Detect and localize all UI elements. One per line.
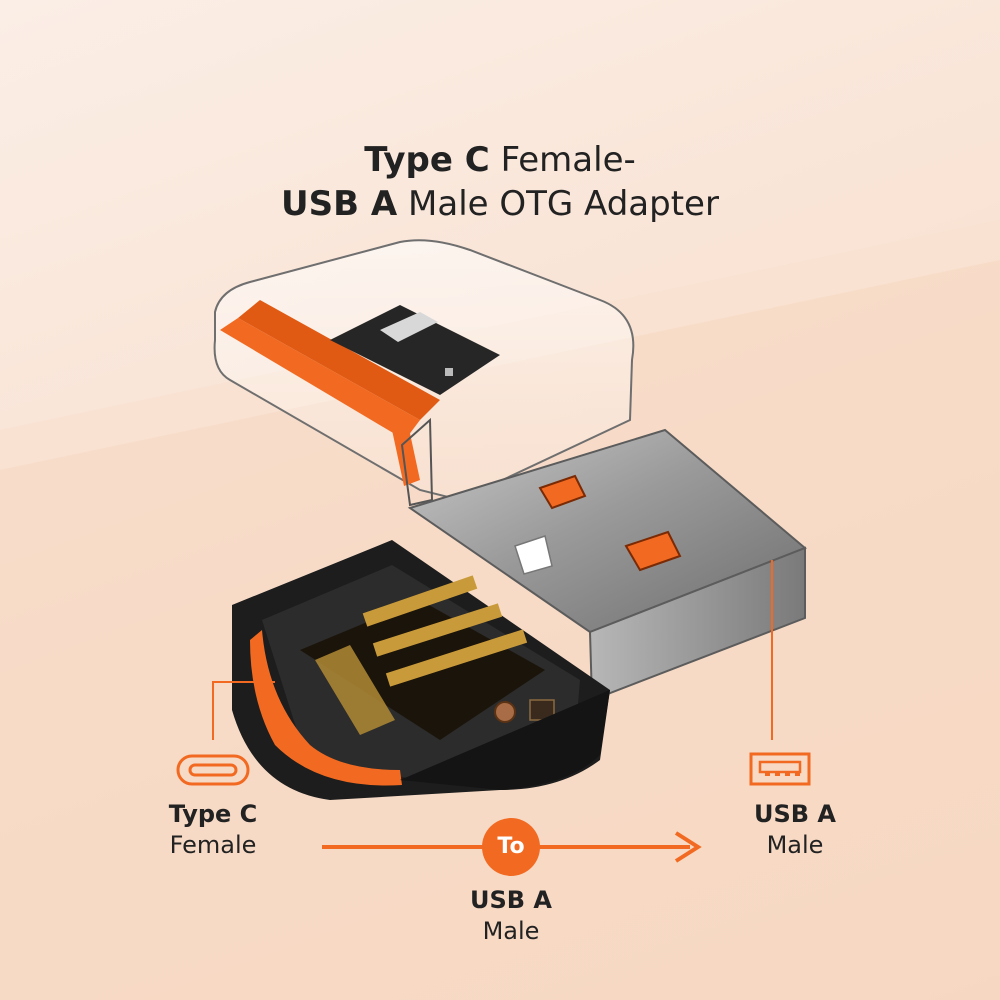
right-label: USB A Male [720,799,870,861]
left-label-light: Female [169,831,257,859]
headline-bold-1: Type C [364,140,490,180]
left-callout-line [212,681,275,740]
bottom-label-bold: USB A [470,886,552,914]
headline-light-2: Male OTG Adapter [408,184,719,224]
usb-a-port-icon [749,752,811,786]
bottom-label: USB A Male [436,885,586,947]
left-label-bold: Type C [168,800,258,828]
headline-light-1: Female- [500,140,636,180]
usb-a-metal-shell [407,428,807,702]
headline-bold-2: USB A [281,184,398,224]
headline: Type C Female- USB A Male OTG Adapter [0,138,1000,226]
adapter-body [232,540,610,800]
usb-type-c-port-icon [176,754,250,786]
right-label-bold: USB A [754,800,836,828]
left-label: Type C Female [138,799,288,861]
transparent-cover [213,239,635,507]
right-label-light: Male [766,831,824,859]
to-badge: To [482,818,540,876]
bottom-label-light: Male [482,917,540,945]
